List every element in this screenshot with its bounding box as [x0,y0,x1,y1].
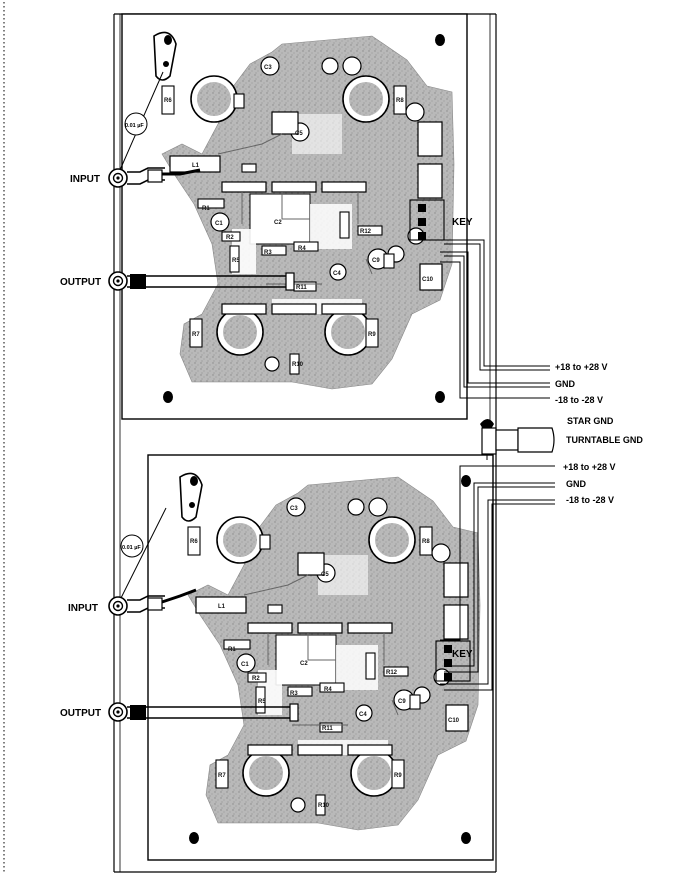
label-c9: C9 [372,258,380,264]
input-label-top: INPUT [70,174,100,185]
label-r4: R4 [298,246,306,252]
output-plug-bottom [130,705,146,720]
label-r12: R12 [360,229,372,235]
label-r7: R7 [192,332,200,338]
label-c10: C10 [422,277,434,283]
label-c2: C2 [274,220,282,226]
output-label-bottom: OUTPUT [60,708,101,719]
output-jack-top[interactable] [108,271,128,291]
output-cable-bottom [127,706,294,719]
label-r1: R1 [202,206,210,212]
output-cable-top [127,275,290,288]
supply-wire-pos-bottom [440,465,555,641]
label-r4: R4 [324,687,332,693]
supply-wire-pos-top-b [444,243,550,371]
input-plug-top [147,169,163,183]
label-c9: C9 [398,699,406,705]
label-c4: C4 [359,712,367,718]
label-r8: R8 [396,98,404,104]
label-r9: R9 [394,773,402,779]
input-plug-bottom [147,597,163,611]
label-c1: C1 [215,221,223,227]
label-l1: L1 [192,163,200,169]
output-plug-end-top [285,272,295,291]
label-r5: R5 [258,699,266,705]
label-l1: L1 [218,604,226,610]
input-label-bottom: INPUT [68,603,98,614]
input-jack-bottom[interactable] [108,596,128,616]
label-c4: C4 [333,271,341,277]
label-r1: R1 [228,647,236,653]
label-r2: R2 [252,676,260,682]
label-r11: R11 [322,726,333,732]
supply-wire-neg-bottom-b [444,503,555,691]
supply-pos-label-bottom: +18 to +28 V [563,462,616,472]
label-c1: C1 [241,662,249,668]
bypass-cap-label-top: 0.01 µF [125,123,144,129]
label-c3: C3 [264,65,272,71]
label-r12: R12 [386,670,398,676]
supply-neg-label-top: -18 to -28 V [555,395,603,405]
turntable-gnd-post-cap[interactable] [517,427,555,453]
key-label-top: KEY [452,217,473,228]
label-r7: R7 [218,773,226,779]
label-r2: R2 [226,235,234,241]
bypass-cap-label-bottom: 0.01 µF [122,545,141,551]
bypass-cap-lead-bottom [119,507,167,601]
supply-wire-gnd-top [440,251,550,384]
label-r3: R3 [264,250,272,256]
output-jack-bottom[interactable] [108,702,128,722]
label-r6: R6 [164,98,172,104]
label-c2: C2 [300,661,308,667]
turntable-gnd-label: TURNTABLE GND [566,435,643,445]
supply-wire-gnd-top-b [444,255,550,388]
supply-gnd-label-bottom: GND [566,479,587,489]
label-c3: C3 [290,506,298,512]
supply-neg-label-bottom: -18 to -28 V [566,495,614,505]
label-r11: R11 [296,285,307,291]
bypass-cap-body-top [124,112,148,136]
label-r8: R8 [422,539,430,545]
pcb-board-bottom: R1 R2 R3 R4 R5 R6 R7 R8 R9 R10 R11 R12 C… [147,454,494,861]
star-gnd-label: STAR GND [567,416,614,426]
label-c5: C5 [321,572,329,578]
bypass-cap-body-bottom [120,534,144,558]
label-c5: C5 [295,131,303,137]
pcb-board-top: R1 R2 R3 R4 R5 R6 R7 R8 R9 R10 R11 R12 C… [121,13,468,420]
label-r5: R5 [232,258,240,264]
label-r3: R3 [290,691,298,697]
supply-wire-neg-bottom [440,499,555,685]
supply-wire-pos-top [440,239,550,367]
label-r10: R10 [292,362,304,368]
key-label-bottom: KEY [452,649,473,660]
supply-wire-neg-top [440,261,550,399]
label-r6: R6 [190,539,198,545]
supply-wire-gnd-bottom [444,482,555,667]
turntable-gnd-post-base [481,427,497,455]
supply-wire-gnd-bottom-b [444,486,555,673]
input-cable-top-run [162,168,201,176]
turntable-gnd-post-body[interactable] [495,429,519,451]
output-plug-end-bottom [289,703,299,722]
label-r9: R9 [368,332,376,338]
label-r10: R10 [318,803,330,809]
output-label-top: OUTPUT [60,277,101,288]
supply-pos-label-top: +18 to +28 V [555,362,608,372]
label-c10: C10 [448,718,460,724]
input-jack-top[interactable] [108,168,128,188]
output-plug-top [130,274,146,289]
input-cable-bottom-run [161,588,197,604]
supply-gnd-label-top: GND [555,379,576,389]
